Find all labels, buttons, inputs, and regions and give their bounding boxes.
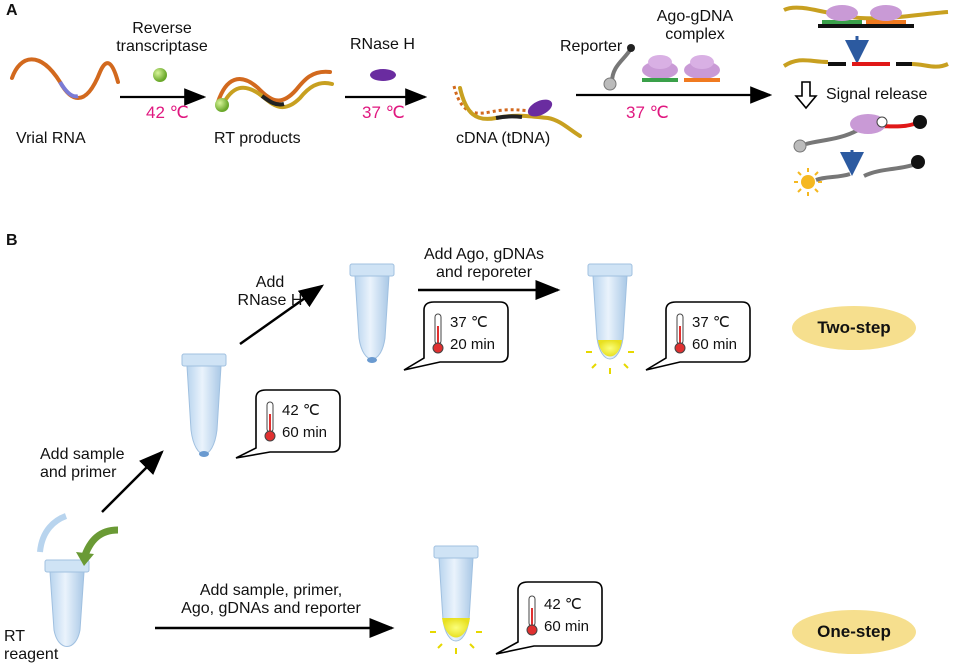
ago-bound-target-2 [870,5,902,21]
arrow-add-rnase-h [239,284,325,346]
panel-label-a: A [6,2,18,19]
temp-rnase-h: 37 ℃ [362,103,405,122]
cdna-strand [458,86,582,138]
label-add-rnase-h: Add RNase H [237,274,303,310]
bubble-42c-60min-one-step [495,581,603,655]
signal-release-arrow [794,81,818,110]
fluorescent-signal-icon [794,168,822,196]
thermometer-icon-3 [674,313,686,354]
tube-after-sample [181,353,227,457]
thermometer-icon-2 [432,313,444,354]
label-reporter: Reporter [560,38,623,55]
rnase-h-icon [370,69,396,81]
method-one-step: One-step [792,610,916,654]
stage-label-cdna: cDNA (tDNA) [456,130,551,147]
tube-rt-reagent [37,513,90,647]
cdna-degraded-rna [452,85,541,115]
rt-cdna-strand [220,81,334,110]
rt-rna-strand [216,69,332,104]
stage-label-rt-products: RT products [214,130,301,147]
condition-3-time: 60 min [692,336,738,353]
label-rt-reagent: RT reagent [4,628,59,664]
bubble-42c-60min [235,389,341,459]
label-ago-gdna-complex: Ago-gDNA complex [656,8,734,44]
bubble-37c-20min [403,301,509,371]
tube-two-step-signal [586,263,634,374]
label-add-sample-primer: Add sample and primer [40,446,125,482]
label-reverse-transcriptase: Reverse transcriptase [116,20,208,56]
condition-2-temp: 37 ℃ [450,314,488,331]
tube-one-step-signal [430,545,482,654]
label-rnase-h: RNase H [350,36,415,53]
thermometer-icon-1 [264,401,276,442]
temp-rt: 42 ℃ [146,103,189,122]
method-two-step: Two-step [792,306,916,350]
stage-label-viral-rna: Vrial RNA [16,130,86,147]
condition-4-temp: 42 ℃ [544,596,582,613]
condition-2-time: 20 min [450,336,496,353]
ago-cleaving-reporter [850,114,886,134]
tube-after-rnase-h [349,263,395,363]
condition-1-temp: 42 ℃ [282,402,320,419]
ago-bound-target-1 [826,5,858,21]
viral-rna-target-segment [58,80,79,99]
ago-gdna-complex-2 [684,55,720,82]
condition-3-temp: 37 ℃ [692,314,730,331]
panel-label-b: B [6,232,18,249]
label-add-all: Add sample, primer, Ago, gDNAs and repor… [181,582,361,618]
rt-enzyme-bound-icon [215,98,229,112]
arrow-add-sample [101,450,164,513]
condition-4-time: 60 min [544,618,590,635]
label-signal-release: Signal release [826,86,928,103]
rnase-h-bound-icon [527,99,553,117]
temp-ago: 37 ℃ [626,103,669,122]
label-add-ago: Add Ago, gDNAs and reporeter [423,246,545,282]
bubble-37c-60min [645,301,751,371]
reverse-transcriptase-icon [153,68,167,82]
condition-1-time: 60 min [282,424,328,441]
ago-gdna-complex-1 [642,55,678,82]
thermometer-icon-4 [526,595,538,636]
